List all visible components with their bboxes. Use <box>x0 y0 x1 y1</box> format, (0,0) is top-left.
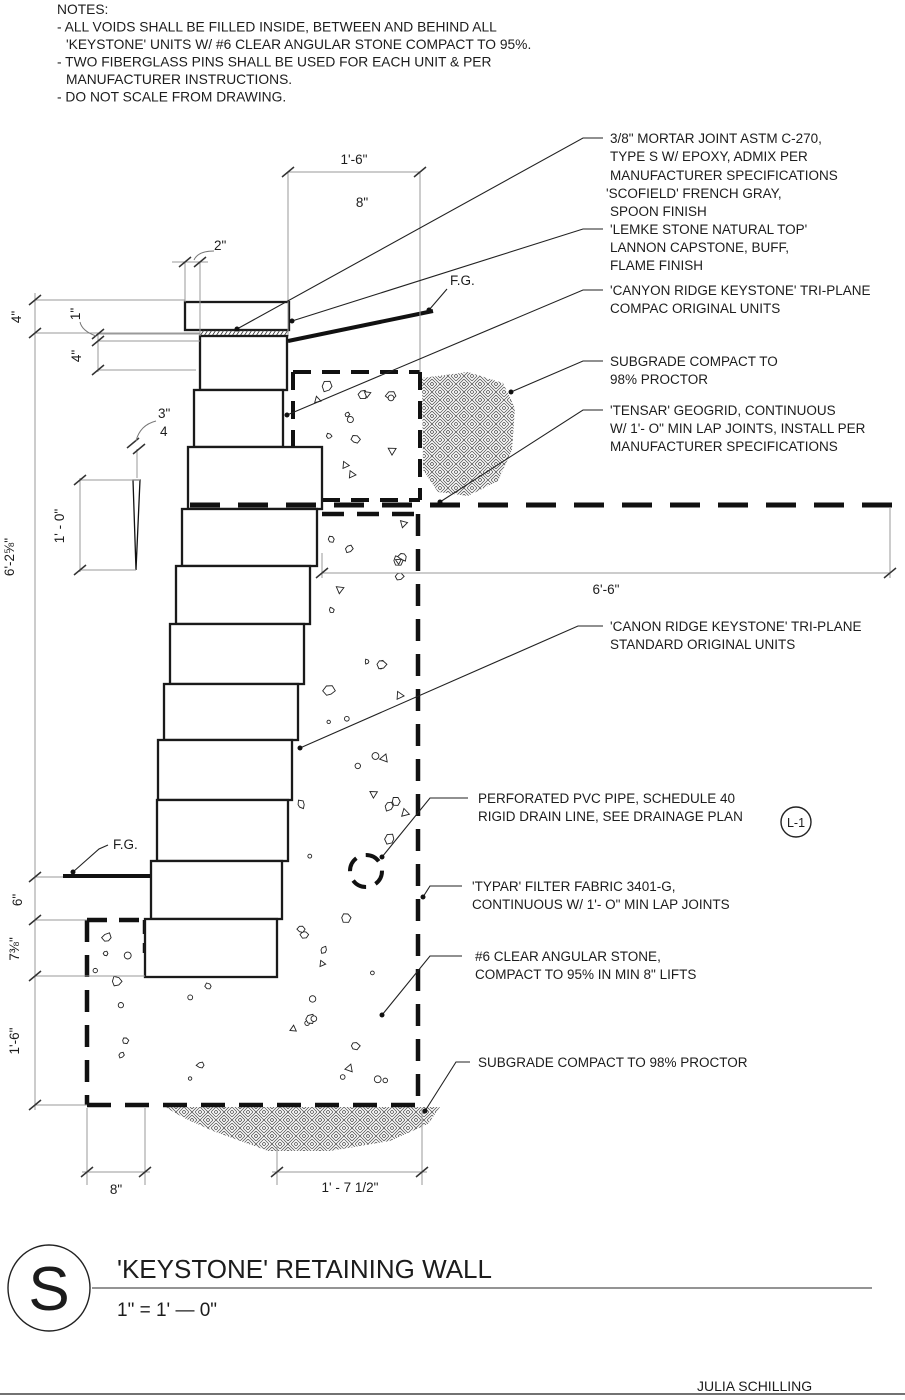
finished-grade-line-top <box>287 309 434 343</box>
drain-pipe-circle <box>348 853 384 889</box>
detail-bubble <box>7 1244 91 1332</box>
title-block: S 'KEYSTONE' RETAINING WALL 1" = 1' — 0"… <box>0 1244 905 1395</box>
callout-subgrade-lower-line: SUBGRADE COMPACT TO 98% PROCTOR <box>478 1055 748 1070</box>
callout-compac-line: COMPAC ORIGINAL UNITS <box>610 301 780 316</box>
drawing-title: 'KEYSTONE' RETAINING WALL <box>117 1254 492 1284</box>
note-line: 'KEYSTONE' UNITS W/ #6 CLEAR ANGULAR STO… <box>66 37 531 52</box>
callout-compac-line: 'CANYON RIDGE KEYSTONE' TRI-PLANE <box>610 283 870 298</box>
callout-filter-fabric-line: CONTINUOUS W/ 1'- O" MIN LAP JOINTS <box>472 897 730 912</box>
dim-top-width: 1'-6" <box>341 152 368 167</box>
wall-course <box>186 445 324 511</box>
note-line: - ALL VOIDS SHALL BE FILLED INSIDE, BETW… <box>57 20 497 35</box>
dim-embed-depth: 6" <box>10 894 25 907</box>
wall-course <box>192 388 285 449</box>
dim-buried-unit: 7⅜" <box>7 937 22 961</box>
drawing-scale: 1" = 1' — 0" <box>117 1300 217 1321</box>
callout-standard-units-line: 'CANON RIDGE KEYSTONE' TRI-PLANE <box>610 619 861 634</box>
detail-letter: S <box>28 1255 69 1324</box>
notes-block: NOTES: - ALL VOIDS SHALL BE FILLED INSID… <box>57 2 531 105</box>
callout-drain-line: PERFORATED PVC PIPE, SCHEDULE 40 <box>478 791 735 806</box>
wall-capstone <box>183 300 291 332</box>
dimension-labels: 1'-6" 8" 2" 4" 1" 4" 3" 4 1' - 0" 6'-2⅝"… <box>2 152 620 1197</box>
notes-title: NOTES: <box>57 2 108 17</box>
leader-arcs <box>79 250 215 442</box>
callout-mortar-line: TYPE S W/ EPOXY, ADMIX PER <box>610 149 808 164</box>
wall-course <box>155 798 290 863</box>
dimension-extension-lines <box>34 171 891 1185</box>
callout-geogrid-line: MANUFACTURER SPECIFICATIONS <box>610 439 838 454</box>
dim-cap-overhang: 2" <box>214 238 227 253</box>
callout-mortar-line: 3/8" MORTAR JOINT ASTM C-270, <box>610 131 822 146</box>
note-line: MANUFACTURER INSTRUCTIONS. <box>66 72 292 87</box>
wall-course <box>168 622 306 686</box>
wall-course <box>143 917 279 979</box>
callout-leader-lines <box>70 137 603 1114</box>
callout-angular-stone-line: COMPACT TO 95% IN MIN 8" LIFTS <box>475 967 696 982</box>
callout-standard-units-line: STANDARD ORIGINAL UNITS <box>610 637 795 652</box>
callout-mortar-line: 'SCOFIELD' FRENCH GRAY, <box>606 186 782 201</box>
dim-cap-height: 4" <box>9 311 24 324</box>
dim-pin-length: 1' - 0" <box>52 509 67 544</box>
dim-mortar-joint: 1" <box>68 308 83 321</box>
callout-capstone-line: LANNON CAPSTONE, BUFF, <box>610 240 789 255</box>
wall-course <box>162 682 300 742</box>
callout-capstone-line: FLAME FINISH <box>610 258 703 273</box>
dim-top-unit: 4" <box>69 350 84 363</box>
callout-geogrid-line: 'TENSAR' GEOGRID, CONTINUOUS <box>610 403 836 418</box>
callout-drain-line: RIGID DRAIN LINE, SEE DRAINAGE PLAN <box>478 809 743 824</box>
callout-angular-stone-line: #6 CLEAR ANGULAR STONE, <box>475 949 661 964</box>
drain-detail-ref-circle <box>780 806 812 838</box>
subgrade-hatch-upper <box>422 372 515 496</box>
subgrade-hatch-lower <box>165 1107 440 1151</box>
dim-setback-numerator: 3" <box>158 406 171 421</box>
wall-course <box>180 507 319 568</box>
wall-course <box>149 859 284 921</box>
callout-filter-fabric-line: 'TYPAR' FILTER FABRIC 3401-G, <box>472 879 675 894</box>
fg-label-top: F.G. <box>450 273 475 288</box>
fiberglass-pin-wedge <box>132 479 141 571</box>
keystone-wall <box>63 300 434 979</box>
dim-exposed-height: 6'-2⅝" <box>2 538 17 576</box>
dim-base-layer: 1'-6" <box>7 1027 22 1054</box>
dim-heel-width: 1' - 7 1/2" <box>322 1180 379 1195</box>
drawing-author: JULIA SCHILLING <box>697 1378 812 1394</box>
callout-mortar-line: SPOON FINISH <box>610 204 707 219</box>
callout-capstone-line: 'LEMKE STONE NATURAL TOP' <box>610 222 807 237</box>
fg-label-bottom: F.G. <box>113 837 138 852</box>
drain-detail-ref-label: L-1 <box>787 816 805 830</box>
callout-subgrade-upper-line: SUBGRADE COMPACT TO <box>610 354 778 369</box>
callout-mortar-line: MANUFACTURER SPECIFICATIONS <box>610 168 838 183</box>
note-line: - TWO FIBERGLASS PINS SHALL BE USED FOR … <box>57 55 491 70</box>
callout-geogrid-line: W/ 1'- O" MIN LAP JOINTS, INSTALL PER <box>610 421 866 436</box>
note-line: - DO NOT SCALE FROM DRAWING. <box>57 90 286 105</box>
dim-geogrid-length: 6'-6" <box>593 582 620 597</box>
wall-course <box>156 738 294 802</box>
dim-toe-width: 8" <box>110 1182 123 1197</box>
callout-subgrade-upper-line: 98% PROCTOR <box>610 372 708 387</box>
wall-course <box>174 564 312 626</box>
callout-labels: 3/8" MORTAR JOINT ASTM C-270, TYPE S W/ … <box>472 131 870 1070</box>
dim-top-setback: 8" <box>356 195 369 210</box>
dim-setback-denominator: 4 <box>160 424 168 439</box>
wall-course <box>198 334 289 392</box>
dimension-tick-marks <box>28 166 897 1178</box>
